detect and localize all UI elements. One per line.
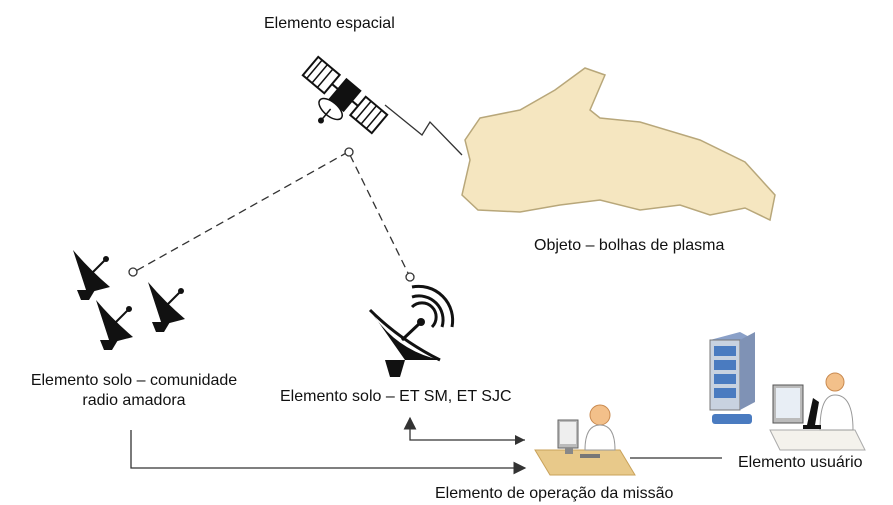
label-object: Objeto – bolhas de plasma bbox=[534, 237, 725, 254]
link-satellite-community bbox=[133, 151, 349, 273]
arrow-operation-stations bbox=[403, 416, 525, 441]
label-user-element: Elemento usuário bbox=[738, 454, 863, 471]
link-satellite-stations bbox=[349, 154, 410, 276]
label-ground-community-line2: radio amadora bbox=[82, 392, 186, 409]
link-node-community bbox=[128, 267, 138, 277]
arrow-community-to-operation bbox=[130, 430, 527, 475]
ground-station-dish-icon bbox=[368, 284, 455, 377]
label-space-element: Elemento espacial bbox=[264, 15, 395, 32]
satellite-dish-icon bbox=[73, 250, 110, 300]
arrowhead-operation bbox=[515, 435, 525, 445]
mission-operator-icon bbox=[534, 404, 636, 476]
satellite-dish-icon bbox=[148, 282, 185, 332]
user-icon bbox=[769, 372, 866, 451]
label-ground-stations: Elemento solo – ET SM, ET SJC bbox=[280, 388, 512, 405]
link-node-stations bbox=[405, 272, 415, 282]
server-icon bbox=[709, 332, 755, 424]
satellite-dish-icon bbox=[96, 300, 133, 350]
label-ground-community-line1: Elemento solo – comunidade bbox=[30, 372, 238, 389]
label-mission-operation: Elemento de operação da missão bbox=[435, 485, 674, 502]
link-node-satellite bbox=[344, 147, 354, 157]
satellite-icon bbox=[301, 55, 389, 135]
plasma-bubbles-shape bbox=[461, 67, 776, 222]
radio-link-line bbox=[384, 104, 463, 156]
label-ground-community: Elemento solo – comunidade radio amadora bbox=[6, 371, 262, 411]
